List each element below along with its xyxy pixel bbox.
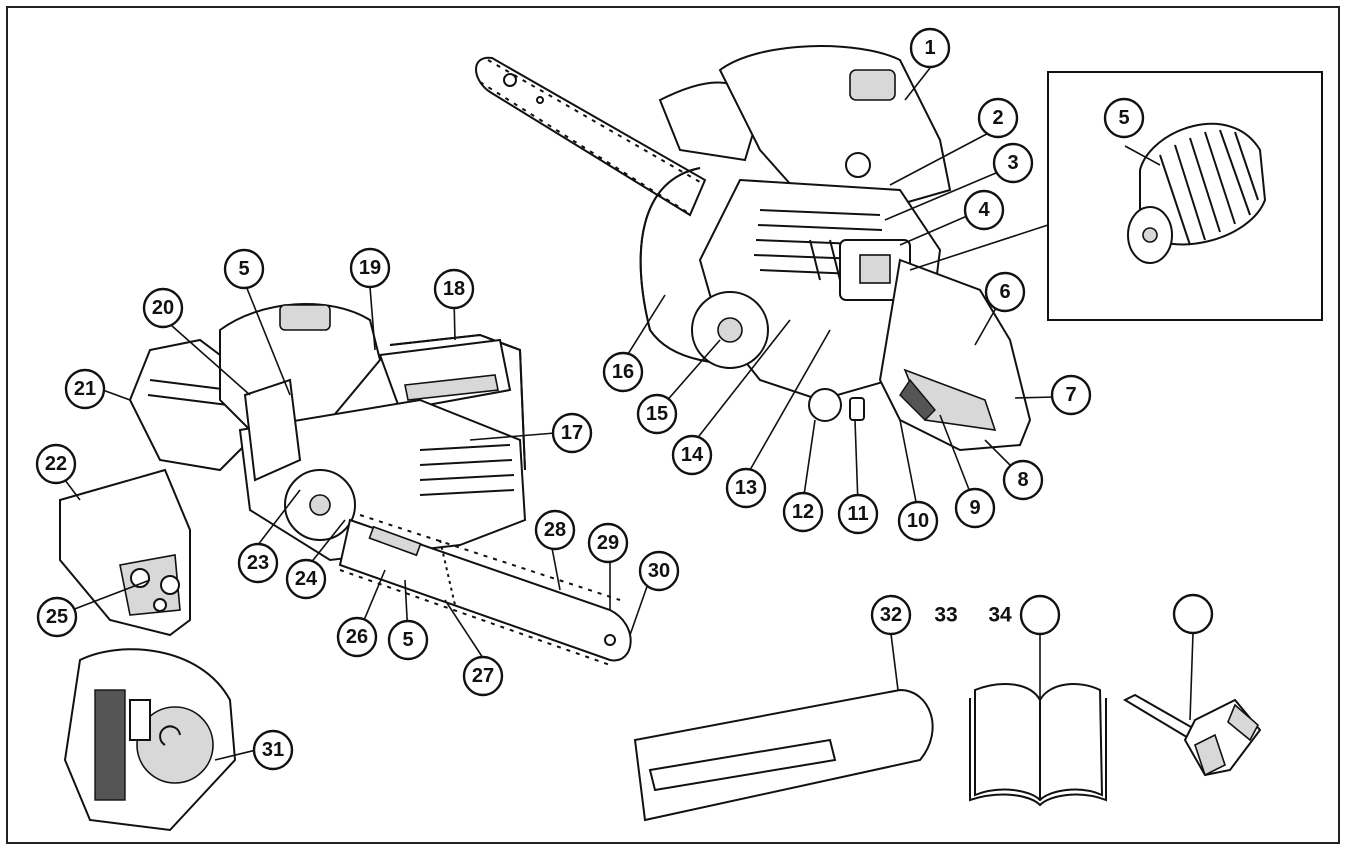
callout-27: 27 bbox=[462, 655, 504, 697]
callout-5-inset: 5 bbox=[1103, 97, 1145, 139]
callout-31: 31 bbox=[252, 729, 294, 771]
svg-text:16: 16 bbox=[612, 361, 634, 383]
svg-text:2: 2 bbox=[992, 107, 1003, 129]
svg-text:31: 31 bbox=[262, 739, 284, 761]
upper-chainsaw-illustration bbox=[475, 45, 1032, 452]
svg-text:5: 5 bbox=[402, 629, 413, 651]
callout-3: 3 bbox=[992, 142, 1034, 184]
svg-text:15: 15 bbox=[646, 403, 668, 425]
combination-wrench-illustration bbox=[1122, 693, 1262, 777]
svg-text:1: 1 bbox=[924, 37, 935, 59]
lower-chainsaw-illustration bbox=[128, 303, 632, 666]
svg-text:24: 24 bbox=[295, 568, 318, 590]
leader-lines bbox=[64, 67, 1194, 761]
anti-vibration-spring-illustration bbox=[1127, 122, 1267, 264]
callout-13: 13 bbox=[725, 467, 767, 509]
svg-text:18: 18 bbox=[443, 278, 465, 300]
svg-text:9: 9 bbox=[969, 497, 980, 519]
callouts: 1 2 3 4 5 6 7 8 9 10 11 12 13 14 15 16 1… bbox=[35, 27, 1214, 771]
label-34: 34 bbox=[988, 604, 1012, 627]
clutch-cover-inner-illustration bbox=[63, 648, 237, 832]
svg-text:20: 20 bbox=[152, 297, 174, 319]
svg-text:6: 6 bbox=[999, 281, 1010, 303]
callout-2: 2 bbox=[977, 97, 1019, 139]
callout-8: 8 bbox=[1002, 459, 1044, 501]
callout-28: 28 bbox=[534, 509, 576, 551]
svg-text:3: 3 bbox=[1007, 152, 1018, 174]
callout-5-lower-right: 5 bbox=[387, 619, 429, 661]
manual-book-illustration bbox=[969, 683, 1107, 807]
svg-text:12: 12 bbox=[792, 501, 814, 523]
callout-12: 12 bbox=[782, 491, 824, 533]
svg-text:5: 5 bbox=[238, 258, 249, 280]
svg-text:7: 7 bbox=[1065, 384, 1076, 406]
svg-text:8: 8 bbox=[1017, 469, 1028, 491]
callout-16: 16 bbox=[602, 351, 644, 393]
callout-17: 17 bbox=[551, 412, 593, 454]
svg-text:4: 4 bbox=[978, 199, 990, 221]
callout-5-lower-left: 5 bbox=[223, 248, 265, 290]
callout-24: 24 bbox=[285, 558, 327, 600]
svg-text:21: 21 bbox=[74, 378, 96, 400]
svg-text:13: 13 bbox=[735, 477, 757, 499]
callout-11: 11 bbox=[837, 493, 879, 535]
callout-1: 1 bbox=[909, 27, 951, 69]
label-33: 33 bbox=[934, 604, 957, 627]
callout-10: 10 bbox=[897, 500, 939, 542]
svg-text:5: 5 bbox=[1118, 107, 1129, 129]
svg-text:10: 10 bbox=[907, 510, 929, 532]
svg-text:22: 22 bbox=[45, 453, 67, 475]
svg-text:17: 17 bbox=[561, 422, 583, 444]
callout-18: 18 bbox=[433, 268, 475, 310]
svg-text:11: 11 bbox=[847, 503, 868, 525]
inset-box bbox=[1047, 71, 1323, 321]
callout-4: 4 bbox=[963, 189, 1005, 231]
callout-6: 6 bbox=[984, 271, 1026, 313]
callout-21: 21 bbox=[64, 368, 106, 410]
callout-9: 9 bbox=[954, 487, 996, 529]
chain-cover-illustration bbox=[59, 468, 191, 637]
plain-labels: 33 34 bbox=[934, 604, 1012, 627]
callout-20: 20 bbox=[142, 287, 184, 329]
svg-text:19: 19 bbox=[359, 257, 381, 279]
svg-text:14: 14 bbox=[681, 444, 704, 466]
svg-text:27: 27 bbox=[472, 665, 494, 687]
callout-7: 7 bbox=[1050, 374, 1092, 416]
callout-19: 19 bbox=[349, 247, 391, 289]
bar-cover-illustration bbox=[633, 688, 934, 822]
svg-text:32: 32 bbox=[880, 604, 902, 626]
callout-23: 23 bbox=[237, 542, 279, 584]
svg-text:28: 28 bbox=[544, 519, 566, 541]
callout-30: 30 bbox=[638, 550, 680, 592]
svg-text:29: 29 bbox=[597, 532, 619, 554]
callout-29: 29 bbox=[587, 522, 629, 564]
svg-text:25: 25 bbox=[46, 606, 68, 628]
callout-book-blank bbox=[1019, 594, 1061, 636]
callout-15: 15 bbox=[636, 393, 678, 435]
callout-22: 22 bbox=[35, 443, 77, 485]
callout-tool-blank bbox=[1172, 593, 1214, 635]
callout-14: 14 bbox=[671, 434, 713, 476]
callout-25: 25 bbox=[36, 596, 78, 638]
callout-26: 26 bbox=[336, 616, 378, 658]
callout-32: 32 bbox=[870, 594, 912, 636]
svg-text:23: 23 bbox=[247, 552, 269, 574]
svg-text:26: 26 bbox=[346, 626, 368, 648]
svg-text:30: 30 bbox=[648, 560, 670, 582]
